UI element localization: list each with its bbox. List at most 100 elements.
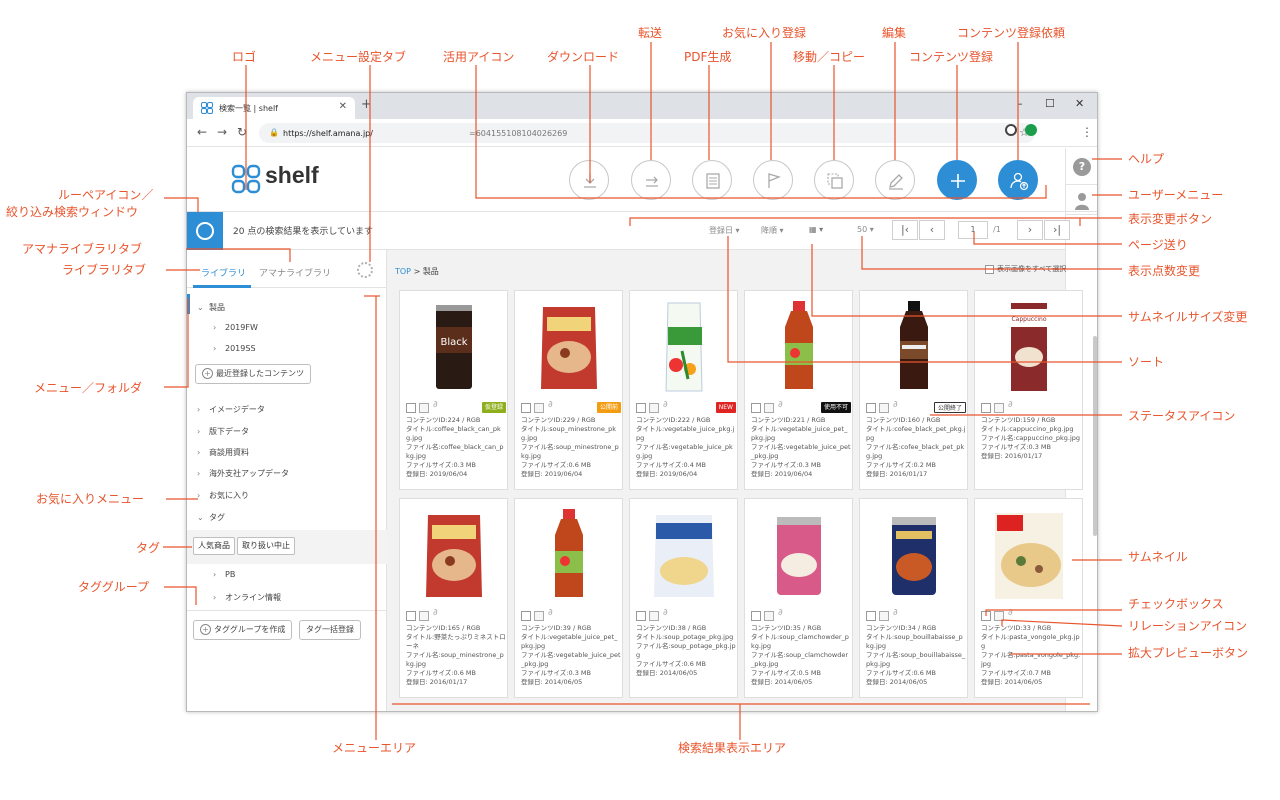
recent-content-button[interactable]: +最近登録したコンテンツ [195, 364, 311, 384]
folder-sales[interactable]: ›商談用資料 [197, 448, 249, 457]
relation-link-icon[interactable]: ∂ [548, 400, 553, 410]
tag-group-pb[interactable]: ›PB [213, 570, 236, 579]
edit-button[interactable] [875, 160, 915, 200]
select-checkbox[interactable] [406, 403, 416, 413]
minimize-icon[interactable]: – [1017, 97, 1023, 110]
zoom-preview-icon[interactable] [879, 611, 889, 621]
select-checkbox[interactable] [751, 403, 761, 413]
relation-link-icon[interactable]: ∂ [1008, 400, 1013, 410]
browser-tab[interactable]: 検索一覧 | shelf ✕ [193, 97, 355, 119]
favorites-menu[interactable]: ›お気に入り [197, 491, 249, 500]
download-button[interactable] [569, 160, 609, 200]
product-thumbnail[interactable] [640, 505, 728, 605]
help-icon[interactable]: ? [1073, 158, 1091, 176]
relation-link-icon[interactable]: ∂ [778, 400, 783, 410]
favorite-register-button[interactable] [753, 160, 793, 200]
first-page-button[interactable]: |‹ [892, 220, 918, 240]
relation-link-icon[interactable]: ∂ [893, 400, 898, 410]
menu-settings-gear-icon[interactable] [357, 262, 373, 278]
zoom-preview-icon[interactable] [994, 403, 1004, 413]
select-checkbox[interactable] [636, 611, 646, 621]
extension-icon[interactable] [1005, 124, 1017, 136]
last-page-button[interactable]: ›| [1044, 220, 1070, 240]
move-copy-button[interactable] [814, 160, 854, 200]
relation-link-icon[interactable]: ∂ [663, 608, 668, 618]
relation-link-icon[interactable]: ∂ [433, 400, 438, 410]
select-checkbox[interactable] [636, 403, 646, 413]
select-all-checkbox[interactable]: 表示画像をすべて選択 [985, 264, 1066, 274]
shelf-logo[interactable]: shelf [231, 162, 331, 196]
zoom-preview-icon[interactable] [534, 611, 544, 621]
sort-field-select[interactable]: 登録日 ▾ [709, 226, 740, 235]
folder-2019ss[interactable]: ›2019SS [213, 344, 256, 353]
per-page-select[interactable]: 50 ▾ [857, 225, 874, 234]
tag-group-online[interactable]: ›オンライン情報 [213, 593, 281, 602]
content-register-request-button[interactable] [998, 160, 1038, 200]
tab-amana-library[interactable]: アマナライブラリ [259, 269, 332, 279]
bulk-tag-button[interactable]: タグ一括登録 [299, 620, 361, 640]
tab-close-icon[interactable]: ✕ [338, 101, 347, 112]
next-page-button[interactable]: › [1017, 220, 1043, 240]
zoom-preview-icon[interactable] [994, 611, 1004, 621]
folder-plate-data[interactable]: ›版下データ [197, 427, 249, 436]
zoom-preview-icon[interactable] [764, 611, 774, 621]
reload-icon[interactable]: ↻ [237, 125, 248, 139]
create-tag-group-button[interactable]: +タググループを作成 [193, 620, 293, 640]
relation-link-icon[interactable]: ∂ [663, 400, 668, 410]
folder-overseas[interactable]: ›海外支社アップデータ [197, 469, 289, 478]
zoom-preview-icon[interactable] [419, 611, 429, 621]
product-thumbnail[interactable] [755, 505, 843, 605]
relation-link-icon[interactable]: ∂ [548, 608, 553, 618]
zoom-preview-icon[interactable] [419, 403, 429, 413]
select-checkbox[interactable] [521, 611, 531, 621]
window-close-icon[interactable]: ✕ [1075, 97, 1085, 110]
pdf-button[interactable] [692, 160, 732, 200]
loupe-button[interactable] [187, 212, 223, 250]
product-thumbnail[interactable] [525, 297, 613, 397]
page-number-input[interactable]: 1 [958, 221, 988, 239]
product-thumbnail[interactable]: Cappuccino [985, 297, 1073, 397]
prev-page-button[interactable]: ‹ [919, 220, 945, 240]
transfer-button[interactable] [631, 160, 671, 200]
tags-menu[interactable]: ⌄タグ [197, 513, 225, 522]
select-checkbox[interactable] [751, 611, 761, 621]
product-thumbnail[interactable] [755, 297, 843, 397]
tab-library[interactable]: ライブラリ [201, 269, 247, 279]
select-checkbox[interactable] [866, 611, 876, 621]
product-thumbnail[interactable] [985, 505, 1073, 605]
zoom-preview-icon[interactable] [534, 403, 544, 413]
folder-image-data[interactable]: ›イメージデータ [197, 405, 265, 414]
breadcrumb-top-link[interactable]: TOP [395, 267, 412, 276]
sort-order-select[interactable]: 降順 ▾ [761, 226, 784, 235]
product-thumbnail[interactable] [410, 505, 498, 605]
maximize-icon[interactable]: ☐ [1045, 97, 1055, 110]
url-field[interactable]: 🔒 https://shelf.amana.jp/ =6041551081040… [259, 123, 1035, 143]
back-icon[interactable]: ← [197, 125, 208, 139]
relation-link-icon[interactable]: ∂ [778, 608, 783, 618]
relation-link-icon[interactable]: ∂ [893, 608, 898, 618]
zoom-preview-icon[interactable] [879, 403, 889, 413]
select-checkbox[interactable] [981, 611, 991, 621]
zoom-preview-icon[interactable] [649, 611, 659, 621]
relation-link-icon[interactable]: ∂ [1008, 608, 1013, 618]
forward-icon[interactable]: → [217, 125, 228, 139]
product-thumbnail[interactable]: Black [410, 297, 498, 397]
browser-menu-icon[interactable]: ⋮ [1081, 125, 1093, 139]
zoom-preview-icon[interactable] [649, 403, 659, 413]
product-thumbnail[interactable] [870, 505, 958, 605]
folder-2019fw[interactable]: ›2019FW [213, 323, 258, 332]
tag-chip-popular[interactable]: 人気商品 [193, 537, 235, 555]
relation-link-icon[interactable]: ∂ [433, 608, 438, 618]
select-checkbox[interactable] [406, 611, 416, 621]
select-checkbox[interactable] [521, 403, 531, 413]
select-checkbox[interactable] [866, 403, 876, 413]
